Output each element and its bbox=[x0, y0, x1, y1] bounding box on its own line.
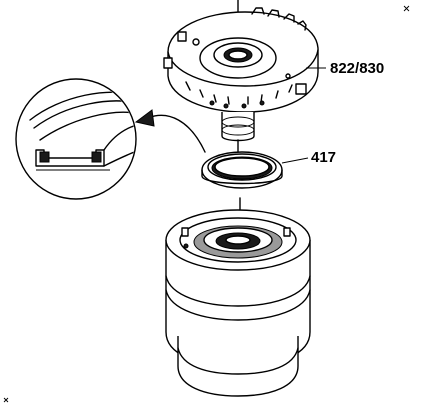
callout-822-830: 822/830 bbox=[330, 60, 384, 77]
arrow-head bbox=[134, 109, 155, 127]
upper-clutch-assembly bbox=[163, 0, 319, 153]
leader-line-seal bbox=[281, 157, 309, 164]
corner-mark-icon bbox=[403, 5, 410, 12]
lower-housing bbox=[165, 197, 311, 397]
pointer-arrow bbox=[147, 114, 206, 153]
callout-417: 417 bbox=[311, 149, 336, 166]
corner-mark-icon bbox=[3, 397, 9, 403]
seal-ring bbox=[201, 151, 283, 189]
seal-detail-magnifier bbox=[15, 78, 137, 200]
